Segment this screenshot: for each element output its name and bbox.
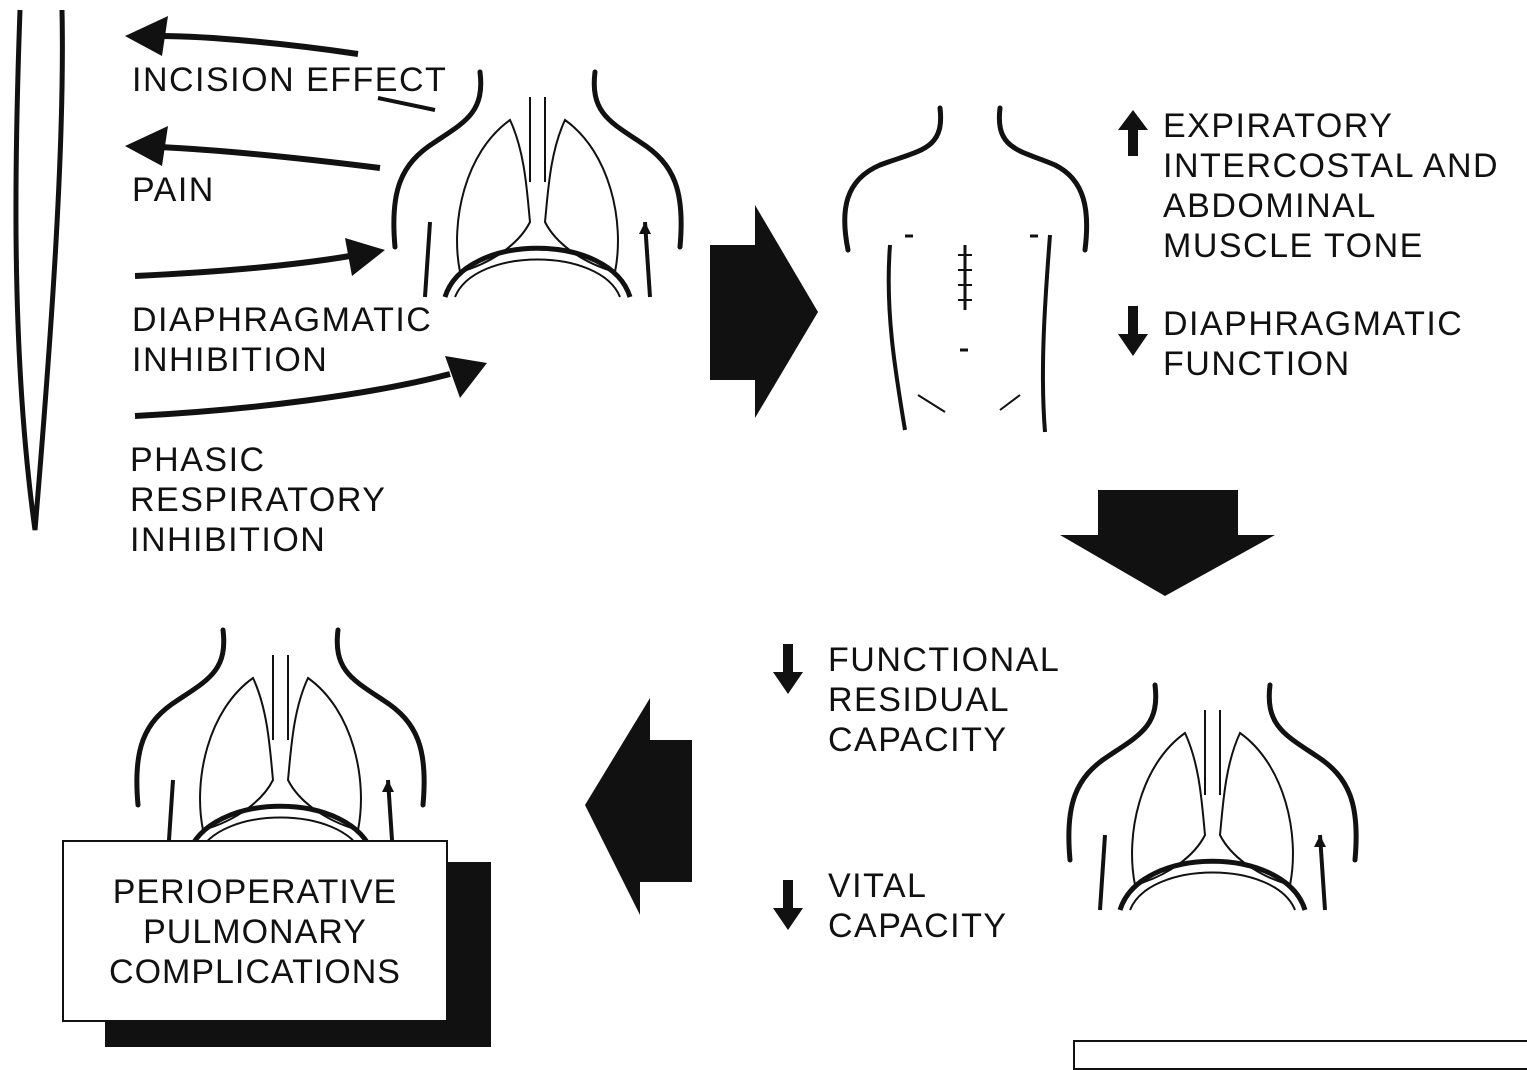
label-line: RESIDUAL — [828, 681, 1011, 719]
flow-arrow-left — [585, 698, 692, 915]
label-diaphragmatic-inhibition: DIAPHRAGMATIC INHIBITION — [132, 300, 432, 380]
decrease-arrow-icon — [773, 644, 803, 694]
flow-arrow-down — [1060, 490, 1275, 596]
label-vital-capacity: VITAL CAPACITY — [828, 866, 1008, 946]
caption-frame — [1073, 1040, 1527, 1070]
label-line: INHIBITION — [130, 521, 327, 559]
label-pain: PAIN — [132, 171, 215, 209]
label-line: INTERCOSTAL AND — [1163, 147, 1500, 185]
outcome-line: COMPLICATIONS — [109, 953, 401, 991]
abdomen-incision-figure — [842, 105, 1090, 433]
label-phasic-respiratory-inhibition: PHASIC RESPIRATORY INHIBITION — [130, 440, 386, 560]
label-line: RESPIRATORY — [130, 481, 387, 519]
label-line: FUNCTION — [1163, 345, 1351, 383]
label-line: DIAPHRAGMATIC — [1163, 305, 1464, 343]
decrease-arrow-icon — [773, 880, 803, 930]
label-line: MUSCLE TONE — [1163, 227, 1424, 265]
arrow-phasic-respiratory-inhibition — [134, 356, 487, 419]
label-line: INHIBITION — [132, 341, 329, 379]
decrease-arrow-icon — [1118, 306, 1148, 356]
label-line: DIAPHRAGMATIC — [132, 301, 433, 339]
arrow-incision-effect — [125, 16, 436, 112]
outcome-line: PERIOPERATIVE — [112, 873, 398, 911]
label-line: FUNCTIONAL — [828, 641, 1061, 679]
label-line: ABDOMINAL — [1163, 187, 1377, 225]
outcome-box: PERIOPERATIVE PULMONARY COMPLICATIONS — [62, 840, 448, 1022]
label-line: PHASIC — [130, 441, 266, 479]
chest-lungs-figure — [394, 72, 681, 297]
label-line: CAPACITY — [828, 907, 1008, 945]
chest-lungs-figure — [1069, 685, 1356, 910]
flow-arrow-right — [710, 205, 818, 418]
label-line: EXPIRATORY — [1163, 107, 1394, 145]
label-functional-residual-capacity: FUNCTIONAL RESIDUAL CAPACITY — [828, 640, 1060, 760]
label-incision-effect: INCISION EFFECT — [132, 61, 448, 99]
label-line: CAPACITY — [828, 721, 1008, 759]
increase-arrow-icon — [1118, 110, 1148, 156]
label-diaphragmatic-function: DIAPHRAGMATIC FUNCTION — [1163, 304, 1463, 384]
outcome-line: PULMONARY — [143, 913, 367, 951]
arrow-pain — [125, 126, 381, 171]
arrow-diaphragmatic-inhibition — [134, 238, 385, 279]
chest-lungs-figure — [137, 630, 424, 855]
vertical-spike — [13, 9, 65, 531]
label-muscle-tone: EXPIRATORY INTERCOSTAL AND ABDOMINAL MUS… — [1163, 106, 1499, 266]
label-line: VITAL — [828, 867, 928, 905]
